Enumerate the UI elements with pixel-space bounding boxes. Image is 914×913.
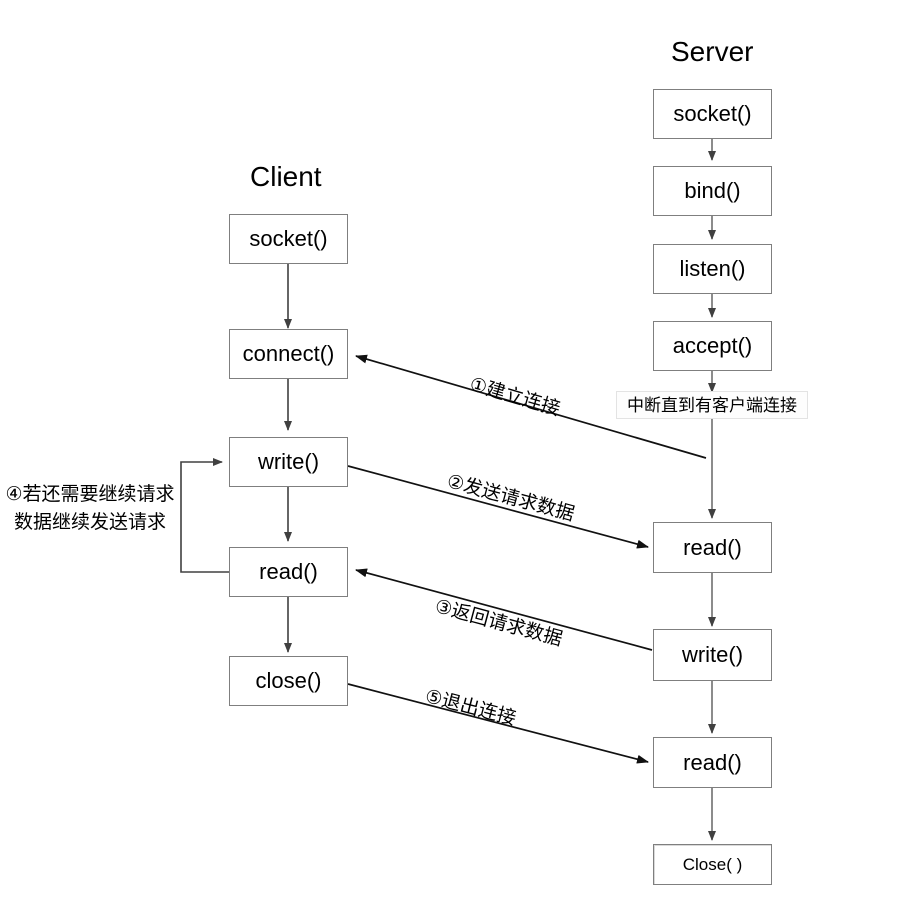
client-node-close[interactable]: close() xyxy=(229,656,348,706)
client-column-title: Client xyxy=(250,161,322,192)
server-node-bind[interactable]: bind() xyxy=(653,166,772,216)
client-node-connect[interactable]: connect() xyxy=(229,329,348,379)
server-node-listen[interactable]: listen() xyxy=(653,244,772,294)
connector-flow-1-establish-connection xyxy=(355,354,707,459)
server-node-read-2[interactable]: read() xyxy=(653,737,772,788)
server-node-close[interactable]: Close( ) xyxy=(653,844,772,885)
server-node-read-1[interactable]: read() xyxy=(653,522,772,573)
connector-client-retry-loop xyxy=(180,458,229,573)
client-retry-note-line-1: ④若还需要继续请求 xyxy=(5,484,175,505)
client-node-socket[interactable]: socket() xyxy=(229,214,348,264)
client-retry-note: ④若还需要继续请求 数据继续发送请求 xyxy=(4,481,176,536)
server-node-accept[interactable]: accept() xyxy=(653,321,772,371)
connector-flow-5-exit-connection xyxy=(347,683,649,764)
connector-flow-2-send-request-data xyxy=(347,465,649,549)
connector-flow-3-return-request-data xyxy=(355,568,653,651)
server-node-socket[interactable]: socket() xyxy=(653,89,772,139)
client-node-read[interactable]: read() xyxy=(229,547,348,597)
cross-lane-connectors xyxy=(347,354,707,764)
server-node-write[interactable]: write() xyxy=(653,629,772,681)
client-retry-note-line-2: 数据继续发送请求 xyxy=(13,511,166,533)
server-column-title: Server xyxy=(671,36,754,67)
client-node-write[interactable]: write() xyxy=(229,437,348,487)
server-blocking-note: 中断直到有客户端连接 xyxy=(616,391,808,419)
